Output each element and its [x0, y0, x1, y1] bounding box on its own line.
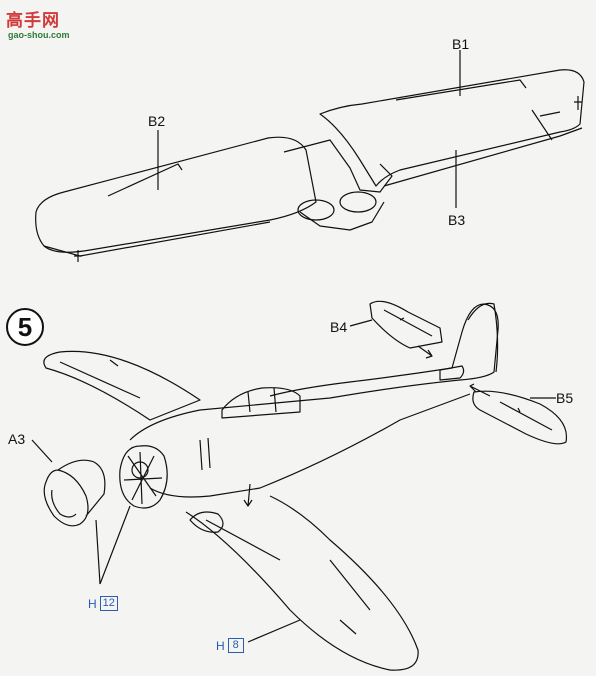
ref-h8-part: 8: [227, 638, 244, 653]
label-a3: A3: [8, 431, 26, 447]
watermark-logo: 高手网 gao-shou.com: [6, 6, 76, 46]
a3-leader: [31, 439, 53, 463]
wing-b1-aileron: [531, 109, 561, 141]
label-b4: B4: [330, 319, 348, 335]
ref-h8-letter: H: [216, 638, 225, 653]
left-wing-panel: [59, 359, 141, 399]
arrow-nose: [243, 483, 253, 507]
cowl-a3: [43, 459, 106, 527]
stabilizer-b5: [472, 390, 568, 445]
aircraft-assembly: [31, 300, 568, 671]
arrow-b4: [417, 345, 433, 359]
cowl-panel-dashes: [199, 437, 211, 471]
wing-b3-lower: [383, 127, 583, 187]
wing-b1-outline: [319, 69, 585, 187]
wing-b2-outline: [35, 136, 317, 253]
engine-cylinders: [123, 451, 163, 505]
step-number-badge: 5: [6, 308, 44, 346]
wheel-well-right: [339, 191, 377, 213]
b4-leader: [349, 319, 373, 327]
label-b3: B3: [448, 212, 466, 228]
upper-wing-assembly: [35, 50, 585, 262]
h8-leader: [247, 619, 301, 643]
right-wing-gear: [189, 511, 224, 533]
wheel-well-left: [297, 199, 335, 221]
ref-h12-letter: H: [88, 596, 97, 611]
wing-b2-tip: [74, 250, 82, 262]
tail-slot: [439, 365, 465, 381]
rudder: [467, 302, 499, 373]
left-wing: [43, 350, 201, 421]
ref-h12-part: 12: [99, 596, 118, 611]
stabilizer-b5-lines: [499, 401, 553, 431]
arrow-b5: [469, 383, 491, 397]
label-b5: B5: [556, 390, 574, 406]
engine-hub: [131, 461, 149, 479]
wing-b2-panel-line: [107, 163, 183, 197]
right-wing-panel: [205, 519, 371, 635]
stabilizer-b4-lines: [383, 309, 433, 337]
engine-cowl-ring: [119, 445, 168, 509]
h12-leader: [95, 505, 131, 585]
label-b2: B2: [148, 113, 166, 129]
canopy: [221, 387, 301, 419]
ref-h12: H 12: [88, 596, 118, 611]
watermark-domain: gao-shou.com: [8, 30, 70, 40]
label-b1: B1: [452, 36, 470, 52]
fuselage-outline: [129, 303, 499, 498]
ref-h8: H 8: [216, 638, 244, 653]
wing-b1-panel-line: [395, 79, 527, 101]
cowl-a3-inner: [51, 489, 77, 518]
watermark-name: 高手网: [6, 11, 60, 30]
canopy-frame: [247, 387, 277, 413]
right-wing: [185, 495, 419, 671]
center-section: [283, 139, 393, 231]
wing-b1-tip: [574, 96, 582, 110]
stabilizer-b4: [369, 300, 443, 349]
